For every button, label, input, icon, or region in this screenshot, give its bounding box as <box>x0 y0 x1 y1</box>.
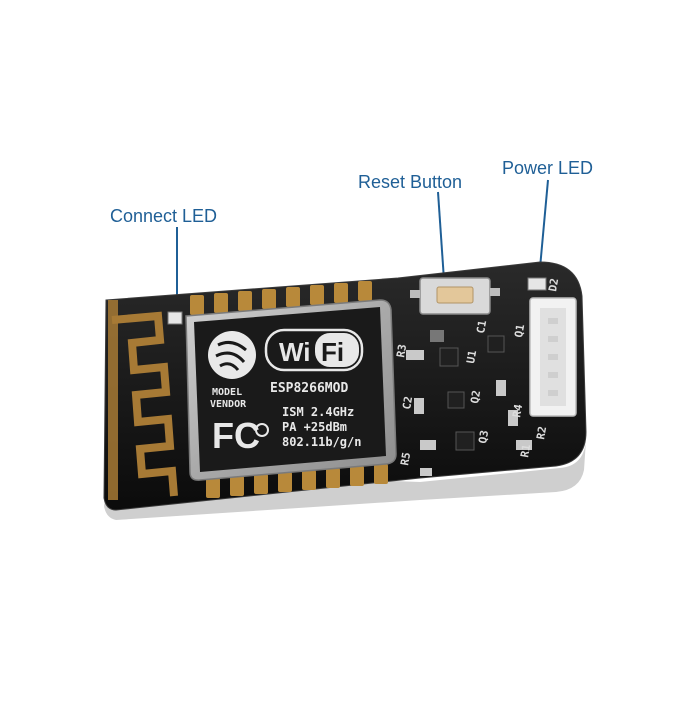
power-led <box>527 277 547 291</box>
silk-r5: R5 <box>398 451 413 466</box>
fcc-c-icon <box>255 423 269 437</box>
silk-q2: Q2 <box>468 389 483 404</box>
reset-button-callout: Reset Button <box>358 172 463 192</box>
model-name: ESP8266MOD <box>270 381 348 396</box>
standard-line: 802.11b/g/n <box>282 435 361 449</box>
svg-text:Fi: Fi <box>321 337 344 367</box>
svg-text:Wi: Wi <box>279 337 311 367</box>
power-led-leader <box>539 179 549 269</box>
smd-components <box>406 330 532 476</box>
silk-r3: R3 <box>394 343 409 358</box>
wifi-logo: Wi Fi <box>264 328 364 372</box>
reset-button-leader <box>437 191 445 281</box>
silk-q3: Q3 <box>476 429 491 444</box>
silk-r1: R1 <box>518 443 533 459</box>
silk-r2: R2 <box>534 425 549 440</box>
ism-line: ISM 2.4GHz <box>282 405 354 419</box>
connect-led <box>167 311 183 325</box>
jst-connector <box>529 297 577 417</box>
fcc-mark: FC <box>212 415 260 456</box>
silk-r4: R4 <box>510 403 525 419</box>
silk-d2: D2 <box>546 277 561 292</box>
model-label: MODEL <box>212 387 242 398</box>
espressif-logo-icon <box>208 331 256 379</box>
power-led-callout: Power LED <box>502 158 594 178</box>
pcb-antenna <box>108 300 178 500</box>
silk-u1: U1 <box>464 349 479 365</box>
connect-led-callout: Connect LED <box>110 206 218 226</box>
silk-c2: C2 <box>400 395 415 410</box>
module-top-pads <box>190 281 372 315</box>
reset-button[interactable] <box>410 277 500 315</box>
silk-c1: C1 <box>474 319 489 335</box>
silk-q1: Q1 <box>512 323 527 339</box>
module-bottom-pads <box>206 464 388 498</box>
vendor-label: VENDOR <box>210 399 247 410</box>
pa-line: PA +25dBm <box>282 420 347 434</box>
